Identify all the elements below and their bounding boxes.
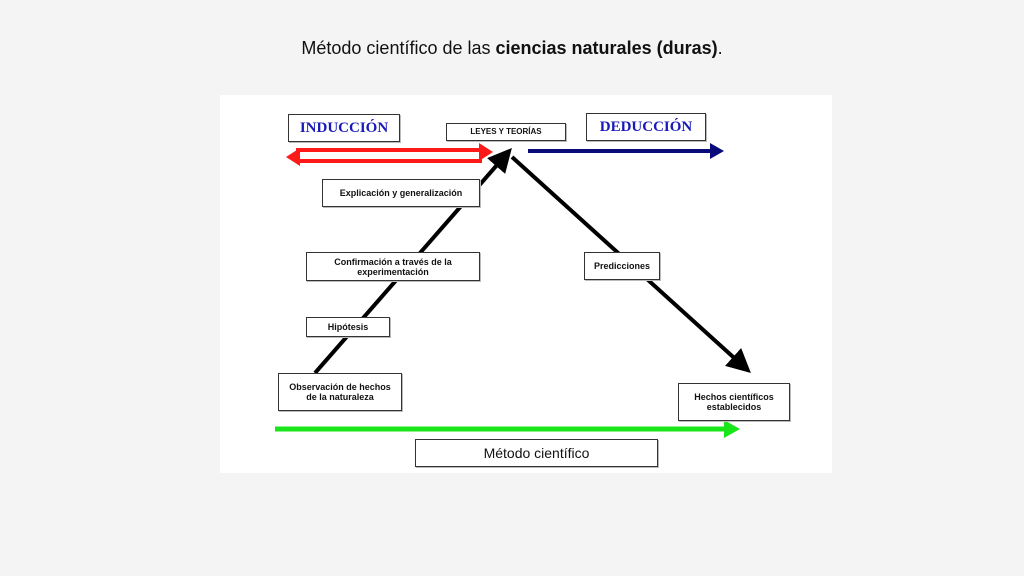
confirmacion-box: Confirmación a través de la experimentac…	[306, 252, 480, 281]
predicciones-box: Predicciones	[584, 252, 660, 280]
observacion-box: Observación de hechos de la naturaleza	[278, 373, 402, 411]
title-bold: ciencias naturales (duras)	[495, 38, 718, 58]
title-prefix: Método científico de las	[301, 38, 496, 58]
metodo-box: Método científico	[415, 439, 658, 467]
explicacion-box: Explicación y generalización	[322, 179, 480, 207]
diagram-panel: INDUCCIÓN LEYES Y TEORÍAS DEDUCCIÓN Expl…	[220, 95, 832, 473]
hipotesis-box: Hipótesis	[306, 317, 390, 337]
deduccion-box: DEDUCCIÓN	[586, 113, 706, 141]
hechos-box: Hechos científicos establecidos	[678, 383, 790, 421]
leyes-box: LEYES Y TEORÍAS	[446, 123, 566, 141]
title-suffix: .	[717, 38, 723, 58]
induction-arrow	[286, 143, 493, 166]
method-arrow	[275, 420, 740, 438]
deduction-arrow	[528, 143, 724, 159]
induccion-box: INDUCCIÓN	[288, 114, 400, 142]
slide-title: Método científico de las ciencias natura…	[0, 38, 1024, 59]
